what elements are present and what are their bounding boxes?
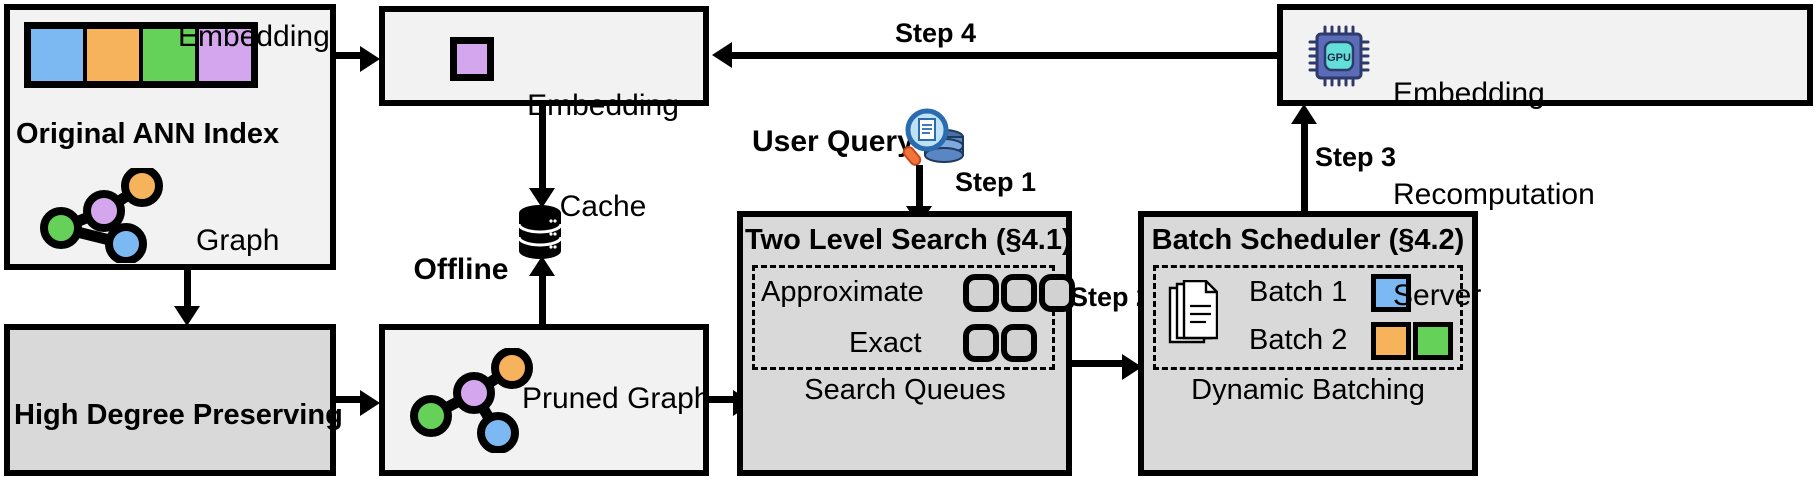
query-magnifier-icon (902, 108, 964, 166)
pruned-graph-label: Pruned Graph (522, 382, 711, 415)
pruned-graph-icon (410, 348, 533, 453)
edge-step3-arrowhead (1291, 104, 1317, 124)
edge-index-to-pruning-arrowhead (174, 306, 200, 326)
dynamic-batching-dashed-region (1153, 265, 1463, 370)
edge-step1-line (916, 165, 923, 210)
edge-step4-arrowhead (712, 42, 732, 68)
approximate-queue-slot-3 (1039, 274, 1075, 312)
exact-row-label: Exact (849, 327, 922, 359)
approximate-queue-slot-1 (963, 274, 999, 312)
two-level-search-title: Two Level Search (§4.1) (745, 224, 1072, 256)
edge-index-to-pruning-line (184, 270, 191, 308)
approximate-row-label: Approximate (761, 276, 924, 308)
embedding-cache-title-line2: Cache (559, 189, 647, 223)
edge-pruning-to-prunedgraph-line (336, 396, 366, 403)
batch-2-label: Batch 2 (1249, 324, 1348, 356)
recomputation-server-title-line2: Recomputation (1393, 177, 1595, 211)
edge-step4-label: Step 4 (895, 18, 977, 48)
batch-2-chip-orange (1371, 322, 1411, 360)
recomputation-server-title-line1: Embedding (1393, 77, 1545, 111)
edge-pruning-to-prunedgraph-arrowhead (360, 390, 380, 416)
edge-prunedgraph-to-search-line (709, 396, 739, 403)
documents-icon (1168, 280, 1218, 344)
embedding-cell-orange (87, 29, 143, 81)
edge-index-to-cache-line (336, 52, 366, 59)
edge-prunedgraph-to-storage-line (539, 274, 546, 324)
embedding-strip (24, 22, 258, 88)
edge-step3-label: Step 3 (1315, 142, 1397, 172)
dynamic-batching-footer: Dynamic Batching (1191, 374, 1425, 406)
embedding-cache-title-line1: Embedding (527, 89, 679, 123)
edge-cache-to-storage-line (539, 106, 546, 191)
edge-step4-line (730, 52, 1279, 59)
embedding-cell-green (143, 29, 199, 81)
approximate-queue-slot-2 (1001, 274, 1037, 312)
embedding-cache-box (379, 6, 709, 106)
batch-scheduler-title: Batch Scheduler (§4.2) (1151, 224, 1465, 256)
edge-prunedgraph-to-storage-arrowhead (529, 256, 555, 276)
original-graph-icon (40, 168, 163, 263)
batch-1-label: Batch 1 (1249, 276, 1348, 308)
recomputation-server-title-line3: Server (1393, 278, 1482, 312)
edge-step2-line (1072, 360, 1130, 367)
gpu-chip-icon: GPU (1308, 25, 1370, 87)
search-queues-footer: Search Queues (804, 374, 1006, 406)
database-icon (518, 205, 562, 259)
exact-queue-slot-1 (963, 324, 999, 362)
edge-step1-label: Step 1 (955, 167, 1037, 197)
exact-queue-slot-2 (1001, 324, 1037, 362)
batch-1-chip-blue (1371, 274, 1411, 312)
graph-pruning-title-line1: High Degree Preserving (14, 398, 343, 431)
gpu-chip-icon-text: GPU (1327, 52, 1351, 64)
graph-label: Graph (196, 224, 280, 257)
graph-pruning-title: High Degree Preserving Graph Pruning (§5… (14, 334, 343, 481)
embedding-cache-title: Embedding Cache (508, 22, 698, 291)
edge-index-to-cache-arrowhead (360, 46, 380, 72)
embedding-cache-swatch (450, 37, 494, 81)
recomputation-server-title: Embedding Recomputation Server (1393, 10, 1595, 380)
offline-storage-label-line1: Offline (413, 253, 509, 287)
edge-cache-to-storage-arrowhead (529, 188, 555, 208)
embedding-label: Embedding (178, 20, 330, 53)
graph-pruning-box (4, 324, 336, 476)
embedding-cell-blue (31, 29, 87, 81)
embedding-cell-purple (199, 29, 251, 81)
batch-2-chip-green (1413, 322, 1453, 360)
edge-step2-arrowhead (1122, 354, 1142, 380)
original-ann-index-title: Original ANN Index (16, 118, 280, 150)
user-query-label: User Query (752, 125, 914, 158)
edge-step3-line (1301, 120, 1308, 211)
search-queues-dashed-region (752, 265, 1055, 370)
